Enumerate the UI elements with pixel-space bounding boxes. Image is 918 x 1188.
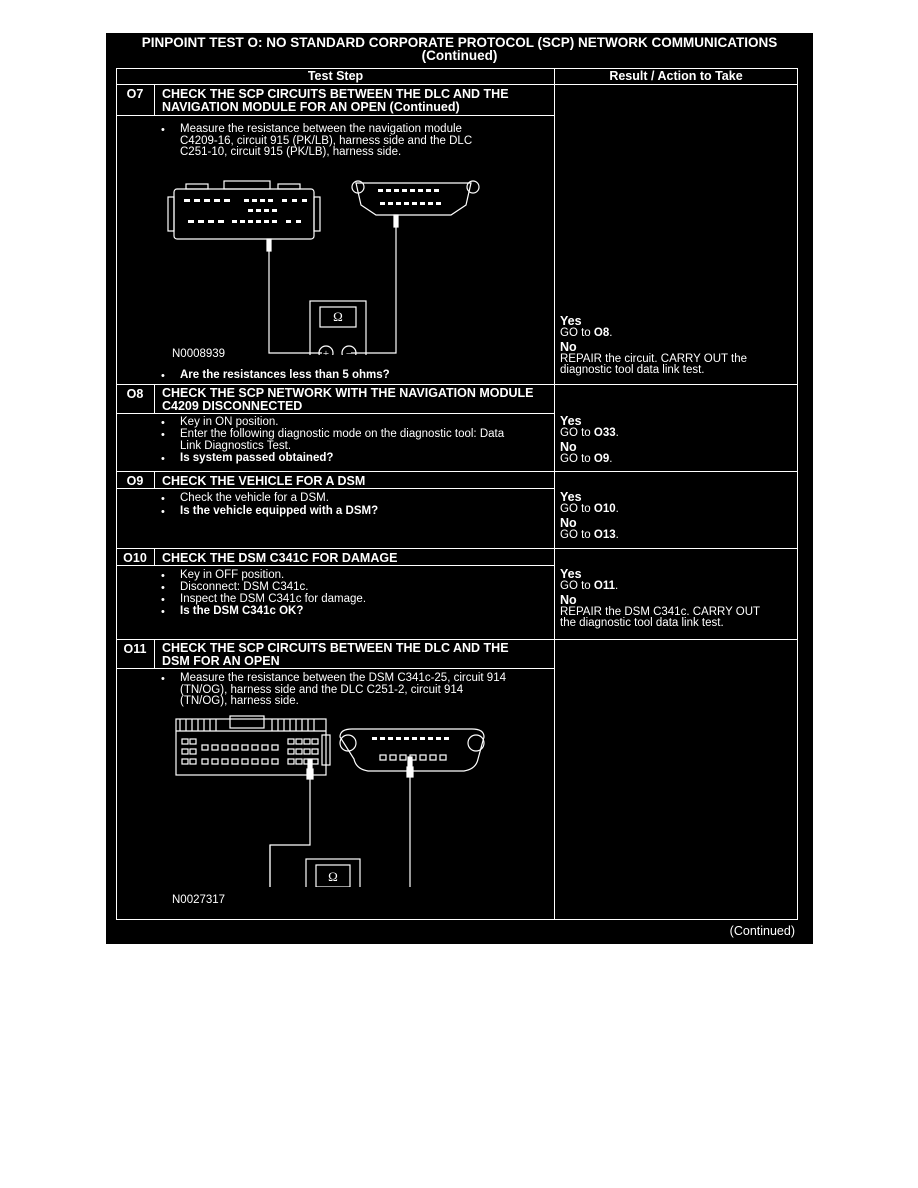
step-o7-figure-id: N0008939	[172, 348, 226, 360]
step-o8-b1: Key in ON position.	[180, 416, 279, 428]
step-o8-question: Is system passed obtained?	[180, 452, 334, 464]
step-o7-question: Are the resistances less than 5 ohms?	[180, 369, 390, 381]
step-o8-id-divider	[154, 384, 155, 414]
step-o10-b2: Disconnect: DSM C341c.	[180, 581, 309, 593]
bullet-glyph: •	[161, 673, 165, 685]
header-test-step: Test Step	[307, 69, 364, 83]
bullet-glyph: •	[161, 453, 165, 465]
step-o7-results: Yes GO to O8. No REPAIR the circuit. CAR…	[560, 314, 748, 376]
step-o9-id: O9	[126, 474, 144, 488]
title-line-1: PINPOINT TEST O: NO STANDARD CORPORATE P…	[141, 35, 778, 50]
step-o10-title: CHECK THE DSM C341C FOR DAMAGE	[162, 551, 398, 565]
continued-footer: (Continued)	[729, 924, 795, 938]
ohmmeter	[305, 858, 361, 887]
step-o11-wiring-diagram: Ω + −	[175, 715, 485, 887]
step-o10-question: Is the DSM C341c OK?	[180, 605, 304, 617]
bullet-glyph: •	[161, 570, 165, 582]
step-o10-id: O10	[123, 551, 147, 565]
bullet-glyph: •	[161, 493, 165, 505]
probe-wire-negative	[351, 227, 397, 354]
step-o11-id-divider	[154, 639, 155, 669]
step-o7-title-divider	[116, 115, 555, 116]
step-o7-id-divider	[154, 84, 155, 116]
plus-terminal-icon: +	[323, 348, 329, 355]
step-o9-title-divider	[116, 488, 555, 489]
step-o8-results: Yes GO to O33. No GO to O9.	[560, 414, 619, 465]
minus-terminal-icon: −	[346, 348, 352, 355]
step-o11-result-cell	[554, 639, 798, 920]
ohmmeter	[309, 300, 367, 355]
step-o8-title: CHECK THE SCP NETWORK WITH THE NAVIGATIO…	[162, 386, 534, 413]
header-result: Result / Action to Take	[609, 69, 743, 83]
step-o9-question: Is the vehicle equipped with a DSM?	[180, 505, 379, 517]
step-o8-id: O8	[126, 387, 144, 401]
step-o9-results: Yes GO to O10. No GO to O13.	[560, 490, 619, 541]
probe-wire-positive	[268, 251, 322, 354]
bullet-glyph: •	[161, 124, 165, 136]
bullet-glyph: •	[161, 582, 165, 594]
step-o9-id-divider	[154, 471, 155, 489]
step-o8-title-divider	[116, 413, 555, 414]
step-o9-b1: Check the vehicle for a DSM.	[180, 492, 329, 504]
step-o7-id: O7	[126, 87, 144, 101]
bullet-glyph: •	[161, 606, 165, 618]
dlc-connector	[351, 180, 480, 216]
step-o10-b3: Inspect the DSM C341c for damage.	[180, 593, 367, 605]
step-o9-title: CHECK THE VEHICLE FOR A DSM	[162, 474, 366, 488]
step-o10-title-divider	[116, 565, 555, 566]
probe-wire-positive	[269, 779, 311, 887]
step-o10-b1: Key in OFF position.	[180, 569, 285, 581]
dlc-connector	[339, 728, 485, 772]
step-o11-title: CHECK THE SCP CIRCUITS BETWEEN THE DLC A…	[162, 641, 509, 668]
probe-wire-negative	[409, 777, 411, 887]
bullet-glyph: •	[161, 429, 165, 441]
step-o7-wiring-diagram: Ω + −	[167, 180, 480, 355]
pinpoint-test-sheet: PINPOINT TEST O: NO STANDARD CORPORATE P…	[106, 33, 813, 944]
step-o11-title-divider	[116, 668, 555, 669]
step-o7-instruction: Measure the resistance between the navig…	[180, 123, 473, 158]
ohm-symbol: Ω	[328, 869, 338, 884]
step-o11-figure-id: N0027317	[172, 894, 226, 906]
page-title: PINPOINT TEST O: NO STANDARD CORPORATE P…	[106, 35, 813, 63]
dsm-connector	[175, 715, 331, 776]
step-o11-id: O11	[123, 642, 147, 656]
step-o10-results: Yes GO to O11. No REPAIR the DSM C341c. …	[560, 567, 761, 629]
ohm-symbol: Ω	[333, 309, 343, 324]
bullet-glyph: •	[161, 506, 165, 518]
bullet-glyph: •	[161, 370, 165, 382]
probe-wire-positive-lower	[269, 845, 271, 887]
bullet-glyph: •	[161, 594, 165, 606]
step-o8-b2: Enter the following diagnostic mode on t…	[180, 428, 505, 452]
navigation-module-connector	[167, 180, 321, 240]
step-o11-instruction: Measure the resistance between the DSM C…	[180, 672, 506, 707]
step-o7-title: CHECK THE SCP CIRCUITS BETWEEN THE DLC A…	[162, 87, 509, 114]
title-line-2: (Continued)	[421, 48, 498, 63]
step-o10-id-divider	[154, 548, 155, 566]
bullet-glyph: •	[161, 417, 165, 429]
